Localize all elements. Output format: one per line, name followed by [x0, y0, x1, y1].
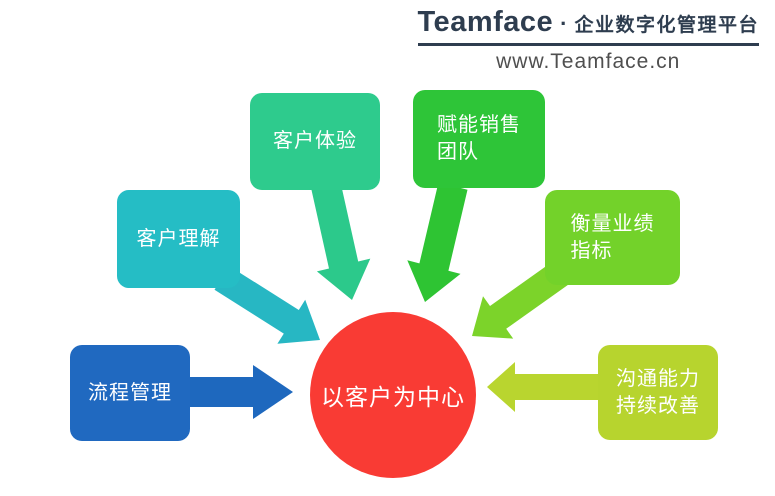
brand-header: Teamface · 企业数字化管理平台 www.Teamface.cn	[417, 6, 759, 74]
process-arrow-icon	[188, 365, 293, 419]
node-measure-performance: 衡量业绩 指标	[545, 190, 680, 285]
experience-arrow-icon	[311, 182, 371, 300]
brand-tagline: 企业数字化管理平台	[574, 15, 759, 36]
node-process-management: 流程管理	[70, 345, 190, 441]
center-circle-label: 以客户为中心	[321, 384, 465, 410]
brand-website: www.Teamface.cn	[496, 50, 681, 73]
node-label: 沟通能力 持续改善	[616, 367, 700, 417]
node-label: 流程管理	[88, 381, 172, 404]
brand-name: Teamface	[417, 6, 554, 38]
node-customer-understanding: 客户理解	[117, 190, 240, 288]
measure-arrow-icon	[472, 260, 571, 339]
brand-title-row: Teamface · 企业数字化管理平台	[417, 6, 759, 46]
communication-arrow-icon	[487, 362, 600, 412]
node-label: 客户理解	[136, 227, 221, 250]
node-label: 衡量业绩 指标	[570, 212, 655, 262]
node-customer-experience: 客户体验	[250, 93, 380, 190]
understanding-arrow-icon	[214, 266, 320, 344]
brand-separator-dot: ·	[560, 11, 568, 36]
node-label: 客户体验	[273, 130, 357, 152]
node-communication-improvement: 沟通能力 持续改善	[598, 345, 718, 440]
node-label: 赋能销售 团队	[437, 114, 521, 163]
enable-sales-arrow-icon	[407, 182, 468, 302]
center-circle-customer-centric: 以客户为中心	[310, 312, 476, 478]
node-enable-sales-team: 赋能销售 团队	[413, 90, 545, 188]
